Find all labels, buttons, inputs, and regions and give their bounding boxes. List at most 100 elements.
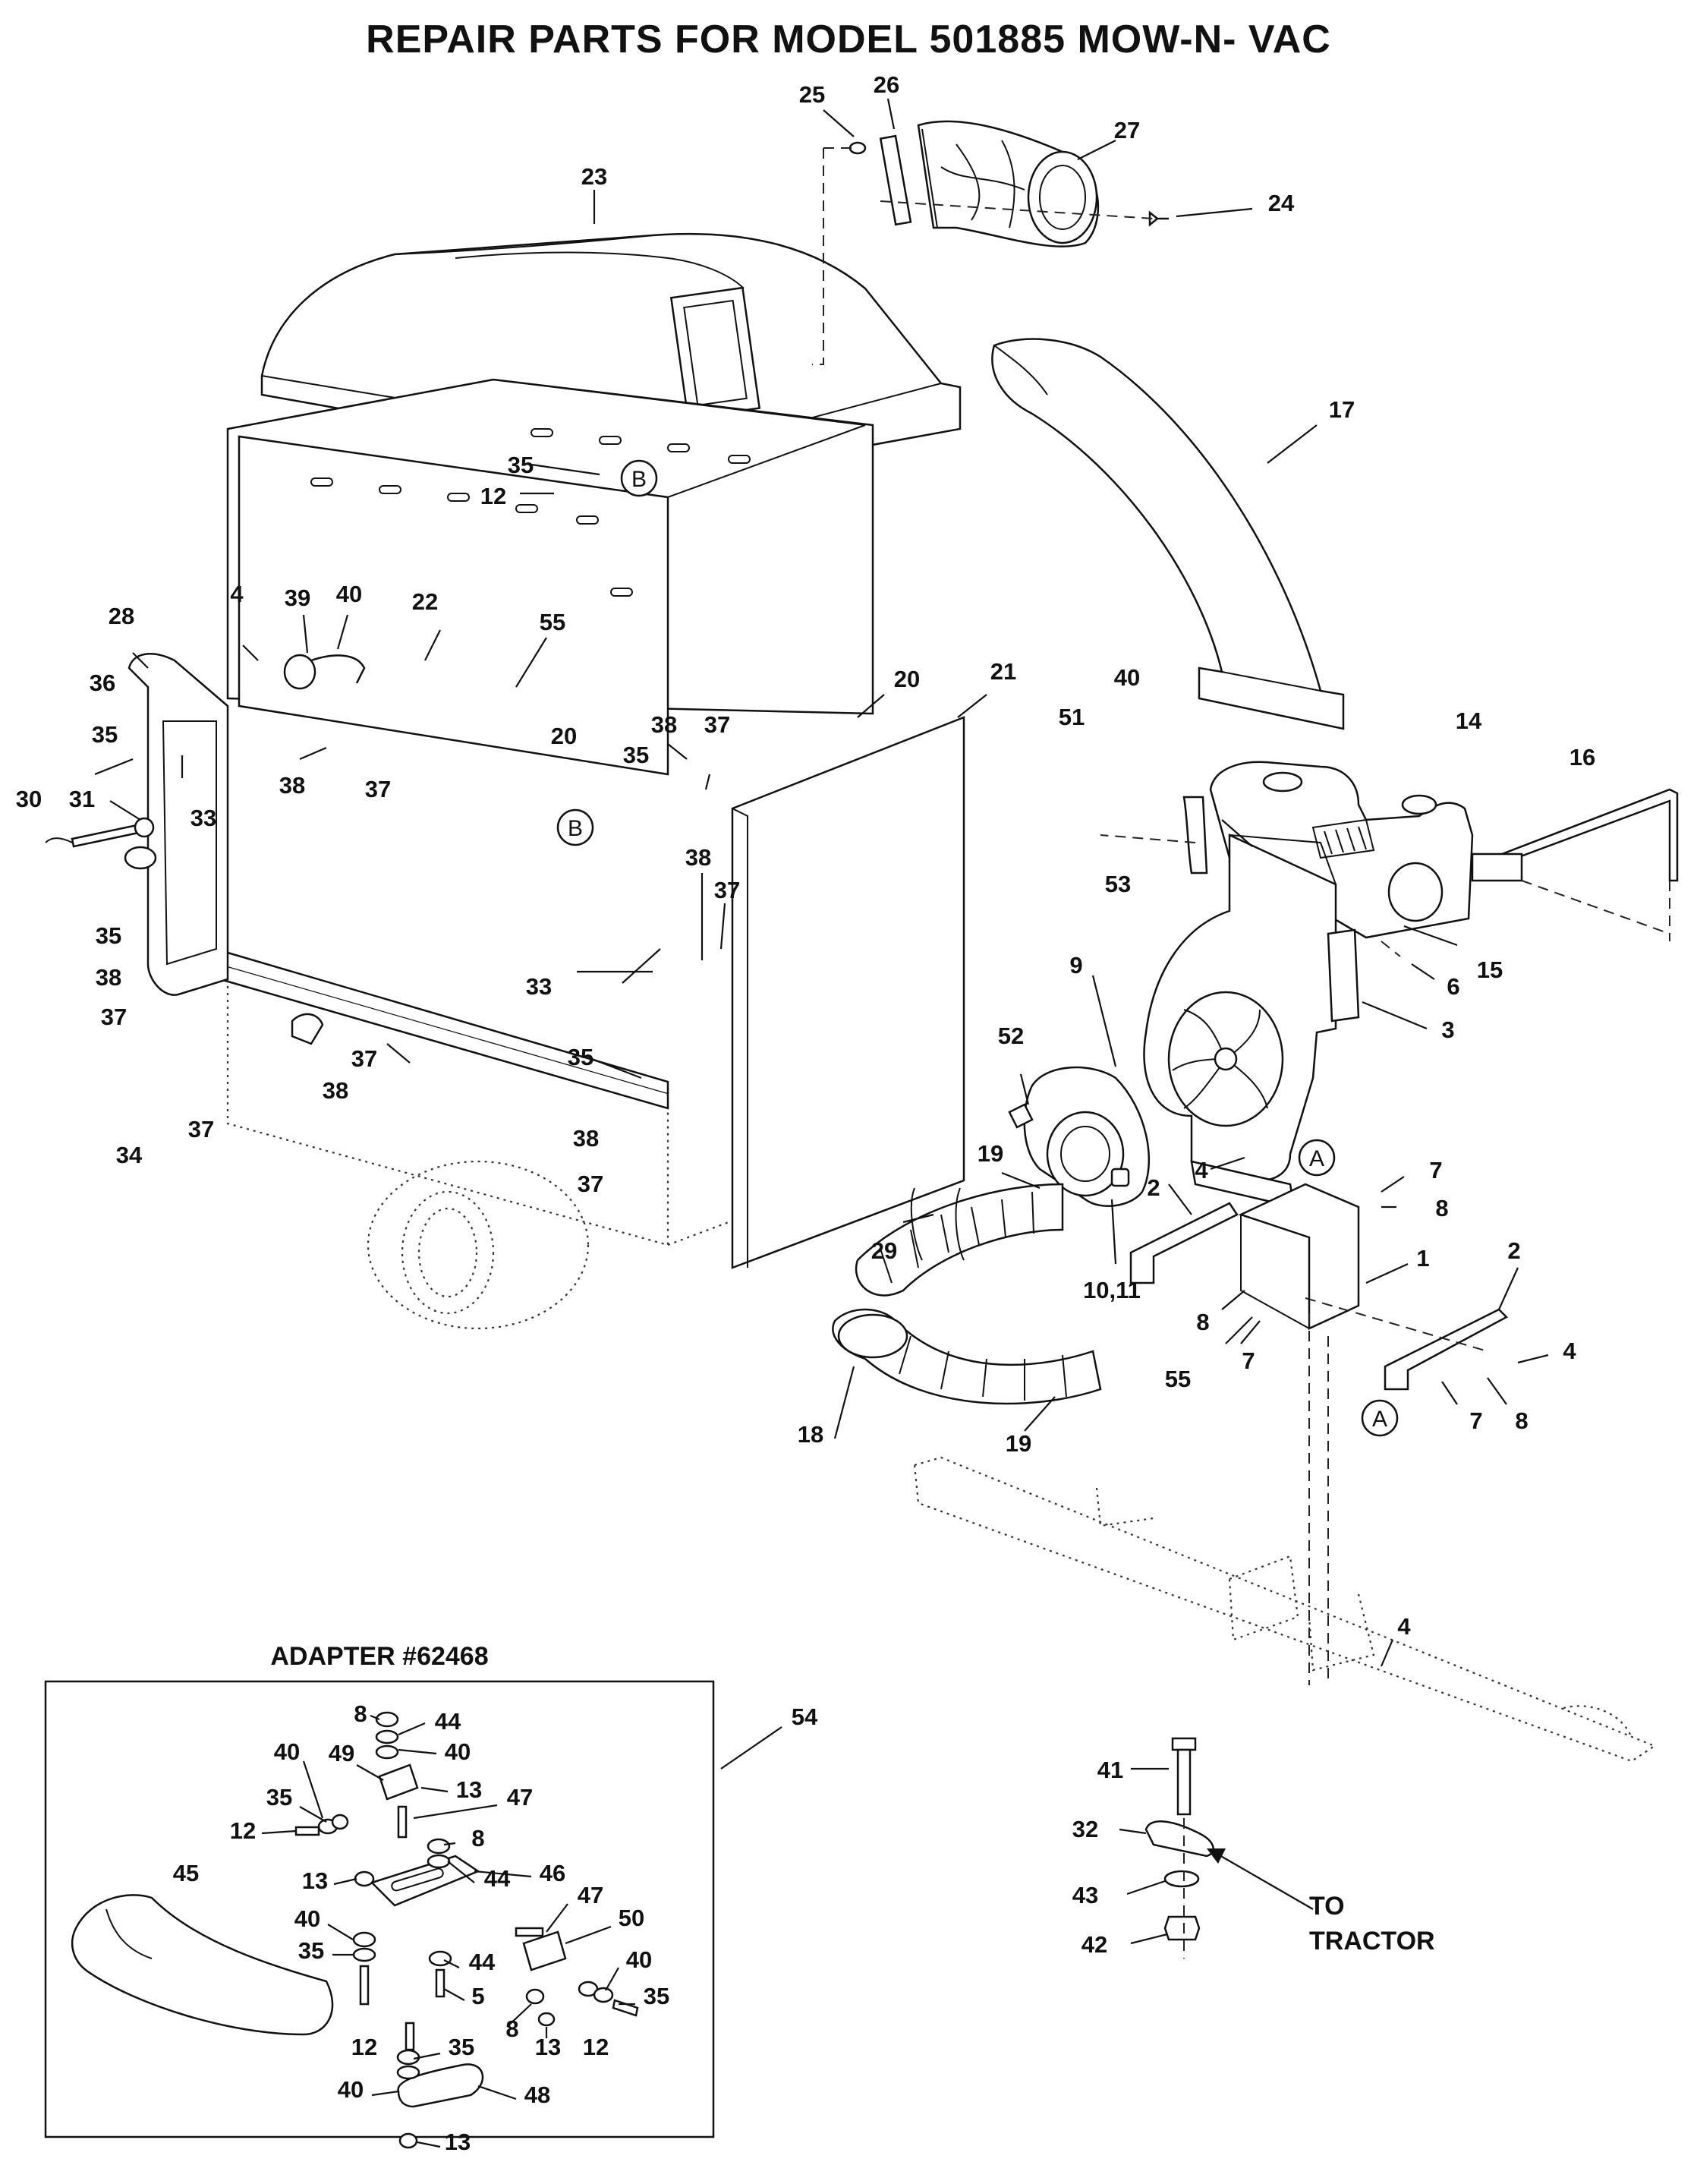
- callout-2-left: 2: [1147, 1174, 1160, 1201]
- callout-20-top: 20: [894, 666, 920, 692]
- adapter-callout-46: 46: [540, 1860, 565, 1886]
- callout-3: 3: [1441, 1016, 1454, 1043]
- adapter-kit-box: [44, 1680, 715, 2138]
- callout-27: 27: [1114, 117, 1140, 143]
- mount-bracket-part: [1129, 1183, 1509, 1391]
- to-tractor-label-line1: TO: [1309, 1892, 1345, 1921]
- callout-22: 22: [412, 588, 438, 615]
- adapter-kit-parts: [71, 1711, 639, 2149]
- adapter-callout-13d: 13: [445, 2129, 471, 2155]
- page-title: REPAIR PARTS FOR MODEL 501885 MOW-N- VAC: [366, 17, 1331, 61]
- callout-8-right: 8: [1515, 1407, 1528, 1434]
- callout-16: 16: [1569, 744, 1595, 771]
- callout-35-door: 35: [92, 721, 118, 748]
- adapter-callout-40a: 40: [274, 1738, 300, 1765]
- callout-1: 1: [1416, 1245, 1429, 1272]
- washer-25: [848, 141, 867, 155]
- blower-assembly-part: [1008, 761, 1474, 1209]
- callout-32: 32: [1072, 1816, 1098, 1842]
- callout-37-lower: 37: [101, 1004, 127, 1030]
- callout-51: 51: [1059, 704, 1085, 730]
- adapter-callout-40c: 40: [294, 1905, 320, 1932]
- callout-7-top: 7: [1429, 1157, 1442, 1183]
- collector-box-part: [45, 378, 965, 1330]
- adapter-callout-35b: 35: [298, 1937, 324, 1964]
- callout-10-11: 10,11: [1083, 1277, 1141, 1303]
- to-tractor-arrow: [1214, 1852, 1314, 1910]
- tractor-frame-outline: [913, 1456, 1657, 1763]
- adapter-callout-47b: 47: [578, 1882, 603, 1908]
- callout-4-blower: 4: [1195, 1157, 1208, 1183]
- bolt-24: [1148, 210, 1169, 227]
- adapter-leaders: [261, 1714, 635, 2148]
- adapter-callout-40b: 40: [445, 1738, 471, 1765]
- collection-bag-part: [879, 120, 1100, 247]
- ref-circle-a-bracket: [1361, 1399, 1399, 1437]
- adapter-callout-47a: 47: [507, 1784, 533, 1811]
- callout-38-right: 38: [685, 844, 711, 871]
- adapter-callout-35c: 35: [644, 1983, 669, 2009]
- adapter-callout-12b: 12: [351, 2034, 377, 2060]
- adapter-callout-44c: 44: [469, 1949, 496, 1975]
- circle-reference-marks: B B A A: [556, 459, 1399, 1437]
- ref-circle-a-blower: [1298, 1139, 1336, 1177]
- callout-31: 31: [69, 786, 95, 812]
- callout-41: 41: [1097, 1757, 1123, 1783]
- callout-6: 6: [1447, 973, 1459, 1000]
- callout-30: 30: [16, 786, 42, 812]
- callout-9: 9: [1069, 952, 1082, 979]
- callout-24: 24: [1268, 190, 1295, 216]
- callout-29: 29: [871, 1237, 897, 1264]
- adapter-callout-48: 48: [524, 2082, 550, 2108]
- callout-23: 23: [581, 163, 607, 190]
- discharge-chute-part: [991, 338, 1345, 730]
- adapter-callout-8c: 8: [505, 2015, 518, 2042]
- callout-33-box: 33: [526, 973, 552, 1000]
- rod-plate: [1471, 852, 1523, 882]
- callout-35-rail: 35: [568, 1044, 593, 1070]
- ref-a-bracket-label: A: [1372, 1407, 1387, 1432]
- adapter-callout-35a: 35: [266, 1784, 292, 1811]
- callout-18: 18: [798, 1421, 823, 1448]
- adapter-callout-40d: 40: [626, 1946, 652, 1973]
- callout-35-top: 35: [623, 742, 649, 768]
- callout-37-end: 37: [578, 1171, 603, 1197]
- to-tractor-label-line2: TRACTOR: [1309, 1927, 1435, 1956]
- callout-33-door: 33: [190, 805, 216, 831]
- adapter-callout-12a: 12: [230, 1817, 256, 1844]
- callout-38-lower: 38: [96, 964, 121, 991]
- callout-55-mid: 55: [1165, 1366, 1191, 1392]
- arrow-head: [1207, 1848, 1226, 1864]
- callout-43: 43: [1072, 1882, 1098, 1908]
- adapter-callout-40e: 40: [338, 2076, 364, 2103]
- hose-part: [832, 1183, 1102, 1405]
- ref-a-blower-label: A: [1309, 1146, 1324, 1171]
- callout-34: 34: [116, 1142, 143, 1168]
- callout-42: 42: [1081, 1931, 1107, 1958]
- callout-15: 15: [1477, 956, 1503, 983]
- adapter-callout-44a: 44: [435, 1708, 461, 1735]
- adapter-callout-45: 45: [173, 1860, 199, 1886]
- callout-19-bottom: 19: [1006, 1430, 1031, 1457]
- callout-37-top: 37: [704, 711, 730, 738]
- callout-labels: 25 26 27 24 23 17 35 12 28 4 39 40 22 55…: [16, 71, 1595, 2155]
- callout-40-latch: 40: [336, 581, 362, 607]
- callout-54: 54: [792, 1703, 818, 1730]
- callout-37-left: 37: [188, 1116, 214, 1142]
- adapter-callout-8b: 8: [471, 1825, 484, 1852]
- ref-b-box-label: B: [568, 816, 583, 841]
- ref-circle-b-top: [620, 459, 658, 497]
- adapter-callout-50: 50: [619, 1905, 644, 1931]
- callout-36: 36: [90, 670, 115, 696]
- adapter-callout-13a: 13: [456, 1776, 482, 1803]
- callout-52: 52: [998, 1023, 1024, 1049]
- callout-19-top: 19: [978, 1140, 1003, 1167]
- callout-leaders: [94, 98, 1549, 1945]
- callout-7-mid: 7: [1242, 1347, 1255, 1374]
- adapter-title: ADAPTER #62468: [270, 1642, 488, 1671]
- callout-8-top: 8: [1435, 1195, 1448, 1221]
- callout-21: 21: [990, 658, 1016, 685]
- callout-4-frame: 4: [1397, 1613, 1411, 1640]
- callout-12-hood: 12: [480, 483, 506, 509]
